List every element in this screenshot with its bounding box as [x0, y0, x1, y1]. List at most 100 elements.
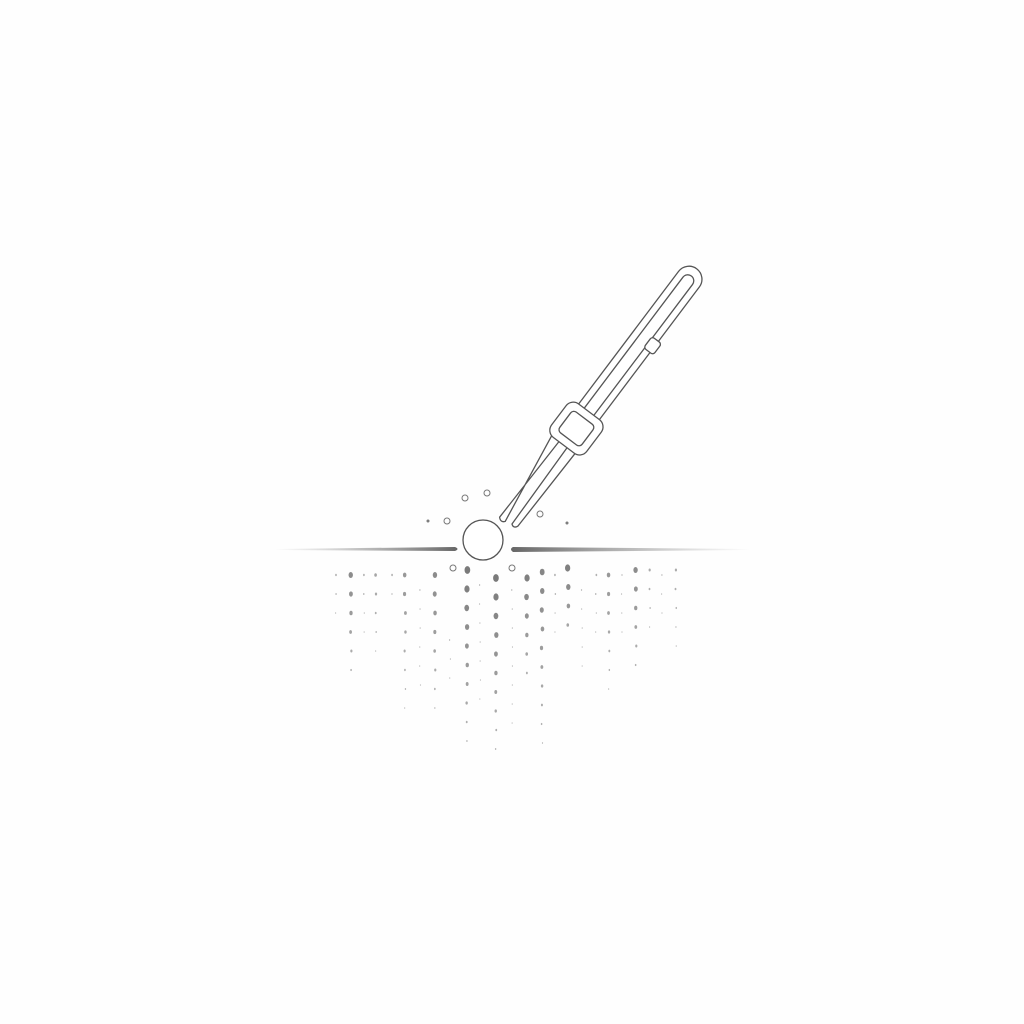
rain-dot	[465, 682, 469, 686]
rain-dot	[374, 592, 378, 596]
rain-dot	[433, 610, 437, 616]
rain-dot	[419, 665, 421, 667]
rain-dot	[335, 573, 337, 577]
rain-dot	[349, 610, 353, 616]
rain-dot	[464, 643, 469, 649]
rain-dot	[607, 591, 611, 597]
rain-dot	[433, 687, 436, 691]
rain-dot	[606, 572, 611, 578]
rain-dot	[554, 593, 557, 595]
rain-dot	[404, 688, 407, 690]
rain-dot	[661, 593, 663, 595]
tweezers-collar-inner	[558, 410, 595, 447]
rain-dot	[511, 627, 513, 629]
rain-dot	[511, 608, 513, 610]
rain-dot	[511, 684, 513, 686]
rain-dot	[349, 591, 353, 597]
rain-dot	[465, 701, 468, 705]
rain-dot	[674, 568, 678, 572]
bubble	[443, 517, 451, 525]
bubble	[461, 494, 469, 502]
rain-dot	[391, 573, 393, 577]
rain-dot	[479, 622, 481, 624]
rain-dot	[525, 652, 529, 656]
rain-dot	[634, 605, 638, 611]
rain-dot	[524, 574, 530, 582]
rain-dot	[335, 593, 337, 595]
rain-dot	[494, 651, 498, 657]
rain-dot	[419, 608, 421, 610]
rain-dot	[448, 639, 451, 641]
rain-dot	[478, 603, 481, 605]
rain-dot	[540, 722, 543, 726]
rain-dot	[419, 684, 422, 686]
rain-dot	[511, 646, 514, 648]
bubbles	[426, 489, 569, 572]
rain-dot	[374, 573, 377, 577]
rain-dot	[594, 593, 597, 595]
rain-dot	[404, 707, 406, 709]
rain-dot	[511, 665, 514, 667]
rain-dot	[433, 629, 437, 635]
rain-dot	[620, 593, 623, 595]
rain-dot	[634, 663, 637, 667]
rain-dot	[348, 572, 353, 578]
rain-dot	[581, 646, 583, 648]
rain-dot	[524, 593, 529, 601]
surface-line-left	[275, 547, 458, 551]
rain-dot	[648, 568, 651, 572]
rain-dot	[580, 589, 583, 591]
droplet-icon	[462, 519, 504, 561]
rain-dot	[525, 632, 529, 638]
rain-dot	[540, 626, 545, 632]
rain-dot	[648, 626, 651, 628]
rain-dot	[419, 627, 421, 629]
rain-dot	[554, 573, 556, 577]
rain-dot	[540, 703, 543, 707]
bubble	[565, 521, 569, 525]
rain-dot	[391, 593, 393, 595]
rain-dot	[493, 593, 499, 601]
rain-dot	[540, 665, 544, 669]
rain-dot	[350, 668, 352, 672]
rain-dot	[419, 589, 421, 591]
rain-dot	[465, 720, 468, 724]
rain-dot	[540, 587, 545, 595]
rain-dot	[494, 748, 497, 750]
tweezers-icon	[498, 265, 703, 528]
rain-dot	[433, 649, 436, 653]
rain-dot	[581, 665, 583, 667]
rain-dot	[464, 604, 470, 612]
rain-dot	[363, 631, 365, 633]
rain-dot	[449, 677, 451, 679]
rain-dot	[493, 612, 499, 620]
rain-dot	[494, 709, 497, 713]
rain-dot	[524, 613, 529, 619]
rain-dot	[564, 564, 571, 572]
rain-dot	[608, 649, 611, 653]
tweezers-handle-inner	[581, 274, 695, 419]
rain-dot	[674, 587, 677, 591]
rain-dot	[595, 573, 598, 577]
rain-dot	[404, 611, 407, 615]
bubble	[449, 564, 457, 572]
rain-dot	[478, 584, 481, 586]
rain-dot	[540, 684, 544, 688]
tweezers-tab	[644, 337, 662, 355]
rain-dot	[607, 611, 610, 615]
rain-dot	[581, 627, 583, 629]
rain-dot	[479, 698, 481, 700]
rain-dot	[566, 623, 570, 627]
rain-dot	[449, 658, 452, 660]
rain-dot	[434, 668, 437, 672]
rain-dot	[675, 626, 677, 628]
tweezers-arm-upper	[511, 443, 579, 528]
rain-dot	[363, 612, 365, 614]
rain-dot	[466, 740, 468, 742]
bubble	[426, 519, 430, 523]
rain-dot	[402, 572, 407, 578]
rain-dot	[511, 589, 513, 591]
rain-dot	[554, 612, 556, 614]
rain-dot	[335, 612, 337, 614]
rain-dot	[350, 649, 353, 653]
